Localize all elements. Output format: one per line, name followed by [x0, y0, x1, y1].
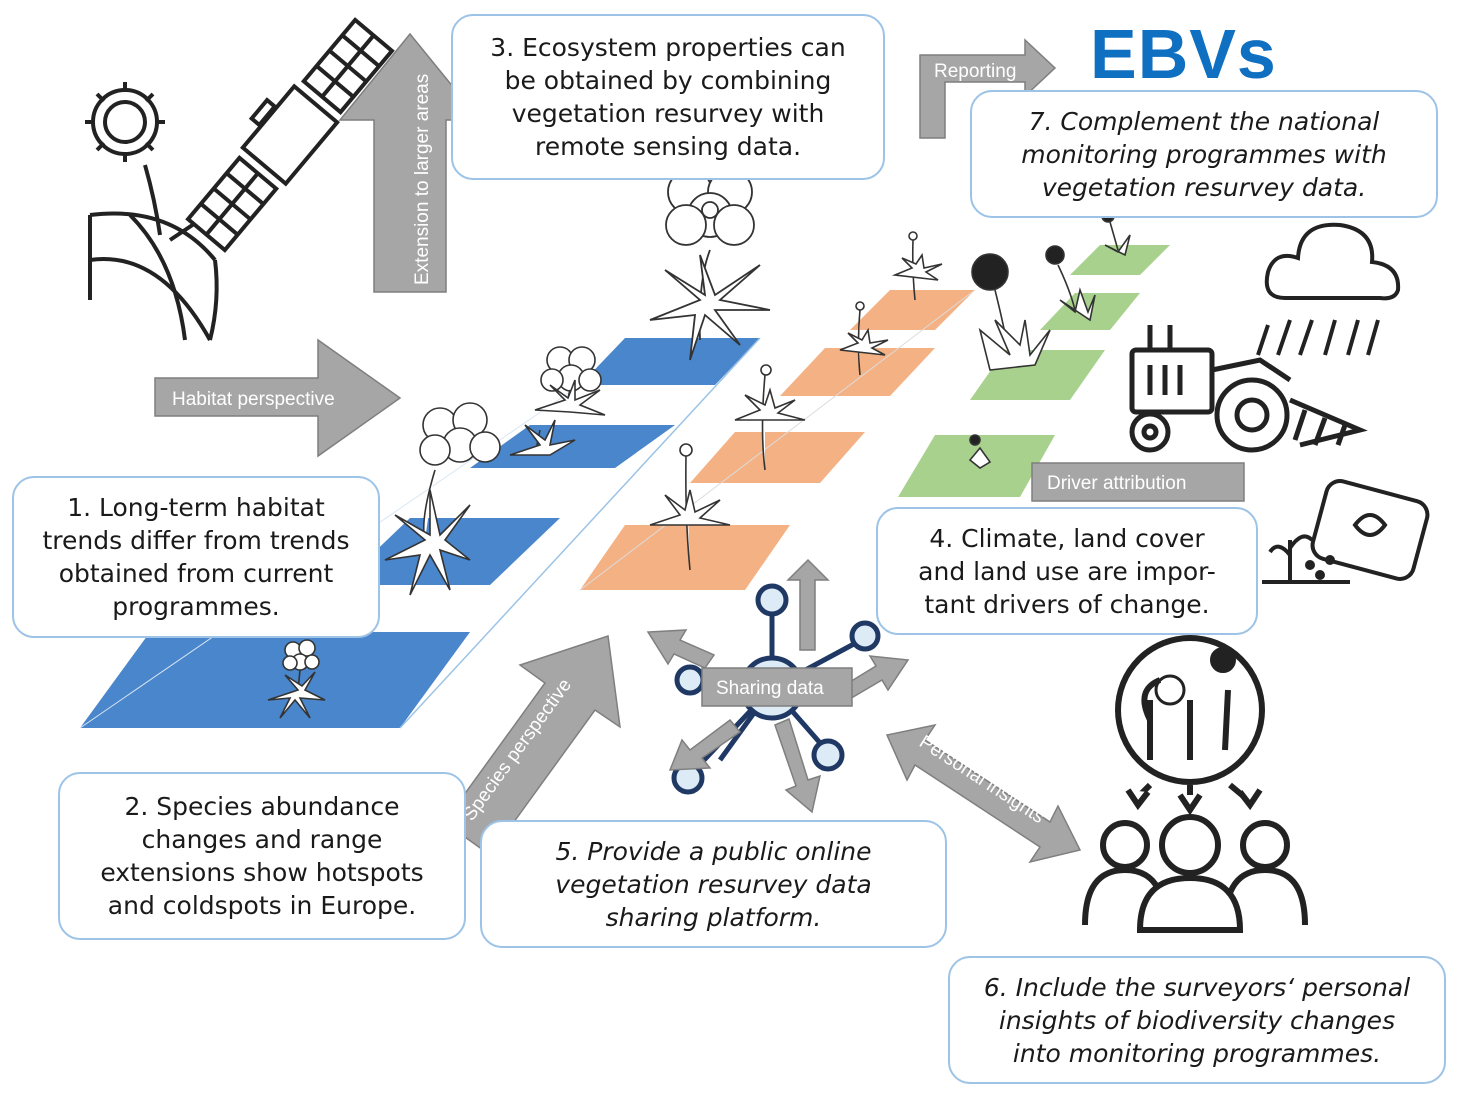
species-flower-icon	[734, 364, 806, 471]
fertilizer-icon	[1262, 479, 1430, 584]
driver-plot-4	[1070, 245, 1170, 275]
box-5-text: 5. Provide a public online vegetation re…	[555, 836, 872, 932]
species-flower-icon	[891, 231, 943, 301]
box-3-text: 3. Ecosystem properties can be obtained …	[490, 33, 846, 161]
flower-icon	[267, 639, 326, 719]
species-plot-4	[850, 290, 975, 330]
species-plot-3	[780, 348, 935, 396]
flower-icon	[384, 469, 471, 596]
box-5-sharing-platform: 5. Provide a public online vegetation re…	[480, 820, 947, 948]
flower-icon	[419, 402, 576, 466]
habitat-arrow-label: Habitat perspective	[172, 389, 335, 410]
driver-arrow: Driver attribution	[1031, 462, 1245, 502]
habitat-plot-1	[80, 632, 470, 728]
habitat-strip	[79, 337, 761, 729]
flower-icon	[534, 346, 606, 416]
species-flower-icon	[649, 443, 731, 571]
tractor-icon	[1129, 325, 1368, 453]
box-6-surveyors-insights: 6. Include the surveyors‘ personal insig…	[948, 956, 1446, 1084]
reporting-arrow: Reporting	[919, 38, 1057, 139]
rain-cloud-icon	[1256, 222, 1401, 356]
extension-arrow-label: Extension to larger areas	[412, 74, 433, 285]
box-7-text: 7. Complement the national monitoring pr…	[1021, 106, 1387, 202]
box-7-complement-national: 7. Complement the national monitoring pr…	[970, 90, 1438, 218]
people-icon	[1082, 635, 1308, 933]
box-6-text: 6. Include the surveyors‘ personal insig…	[983, 972, 1411, 1068]
dandelion-icon	[968, 209, 1131, 469]
box-2-species-abundance: 2. Species abundance changes and range e…	[58, 772, 466, 940]
reporting-arrow-label: Reporting	[934, 61, 1016, 82]
box-2-text: 2. Species abundance changes and range e…	[100, 792, 424, 920]
box-4-drivers: 4. Climate, land cover and land use are …	[876, 507, 1258, 635]
sun-icon	[85, 82, 165, 236]
network-arrows	[646, 558, 910, 814]
flower-icon	[649, 169, 771, 361]
box-1-habitat-trends: 1. Long-term habitat trends differ from …	[12, 476, 380, 638]
sharing-data-label-box: Sharing data	[701, 667, 853, 707]
habitat-arrow: Habitat perspective	[154, 338, 402, 458]
driver-strip	[898, 245, 1170, 497]
sharing-data-label: Sharing data	[716, 678, 824, 699]
box-3-ecosystem-properties: 3. Ecosystem properties can be obtained …	[451, 14, 885, 180]
globe-icon	[88, 211, 219, 341]
species-strip	[579, 289, 976, 591]
satellite-icon	[185, 17, 395, 253]
personal-arrow-label: Personal insights	[915, 732, 1048, 828]
species-flower-icon	[839, 301, 889, 376]
species-plot-2	[690, 432, 865, 483]
habitat-plot-4	[580, 338, 760, 385]
box-1-text: 1. Long-term habitat trends differ from …	[42, 493, 350, 621]
species-plot-1	[580, 525, 790, 590]
ebvs-title: EBVs	[1090, 15, 1277, 93]
box-4-text: 4. Climate, land cover and land use are …	[918, 523, 1216, 619]
driver-arrow-label: Driver attribution	[1047, 473, 1186, 494]
habitat-plot-3	[470, 425, 675, 468]
